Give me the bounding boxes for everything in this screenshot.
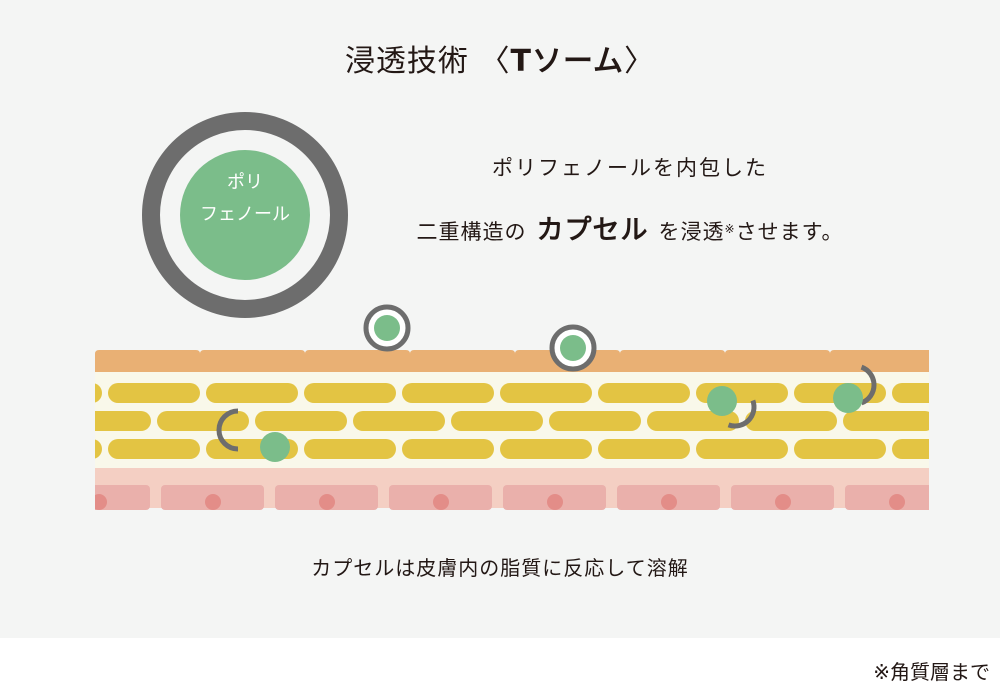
cell-nucleus [889, 494, 905, 510]
lipid-pill [549, 411, 641, 431]
page-title: 浸透技術 〈Tソーム〉 [344, 44, 656, 79]
lipid-pill [843, 411, 929, 431]
lipid-pill [402, 383, 494, 403]
lipid-pill [451, 411, 543, 431]
broken-shell [216, 408, 239, 452]
lipid-pill [402, 439, 494, 459]
polyphenol-dot [374, 315, 400, 341]
lipid-pill [0, 439, 4, 459]
stratum-cell [410, 350, 515, 372]
lipid-pill [598, 383, 690, 403]
stratum-cell [95, 350, 200, 372]
lipid-pill [95, 439, 102, 459]
stratum-cell [200, 350, 305, 372]
cell-nucleus [433, 494, 449, 510]
lipid-pill [157, 411, 249, 431]
skin-cell [95, 485, 150, 510]
lipid-pill [892, 439, 929, 459]
cell-nucleus [547, 494, 563, 510]
capsule-label-line2: フェノール [200, 204, 290, 225]
lipid-pill [108, 439, 200, 459]
skin-diagram [0, 112, 929, 510]
skin-layers [0, 350, 929, 510]
lipid-pill [353, 411, 445, 431]
stratum-cell [830, 350, 929, 372]
released-polyphenol [260, 432, 290, 462]
description-line2: 二重構造のカプセルを浸透※させます。 [416, 215, 844, 246]
lipid-pill [0, 383, 4, 403]
lipid-pill [647, 411, 739, 431]
lipid-pill [500, 383, 592, 403]
stratum-cell [620, 350, 725, 372]
released-polyphenol [833, 383, 863, 413]
lipid-pill [304, 439, 396, 459]
lipid-pill [0, 411, 53, 431]
capsule-label-line1: ポリ [227, 172, 263, 193]
layer-group [0, 350, 929, 510]
lipid-pill [745, 411, 837, 431]
lipid-pill [95, 383, 102, 403]
lipid-pill [304, 383, 396, 403]
stratum-cell [725, 350, 830, 372]
caption: カプセルは皮膚内の脂質に反応して溶解 [311, 556, 689, 580]
description-line1: ポリフェノールを内包した [492, 156, 768, 180]
capsule-icon [142, 112, 348, 318]
cell-nucleus [661, 494, 677, 510]
broken-shell [727, 399, 757, 429]
lipid-pill [598, 439, 690, 459]
capsules [216, 304, 877, 462]
lipid-pill [696, 439, 788, 459]
cell-nucleus [205, 494, 221, 510]
lipid-pill [794, 439, 886, 459]
diagram-panel [0, 0, 1000, 638]
cell-nucleus [319, 494, 335, 510]
footnote: ※角質層まで [873, 660, 990, 684]
stratum-cell [305, 350, 410, 372]
lipid-pill [255, 411, 347, 431]
broken-shell [860, 364, 877, 406]
lipid-pill [206, 383, 298, 403]
lipid-pill [892, 383, 929, 403]
cell-nucleus [95, 494, 107, 510]
released-polyphenol [707, 386, 737, 416]
skin-cell [845, 485, 929, 510]
polyphenol-dot [560, 335, 586, 361]
capsule-emphasis: カプセル [536, 215, 649, 246]
lipid-pill [500, 439, 592, 459]
lipid-pill [95, 411, 151, 431]
lipid-pill [108, 383, 200, 403]
cell-nucleus [775, 494, 791, 510]
